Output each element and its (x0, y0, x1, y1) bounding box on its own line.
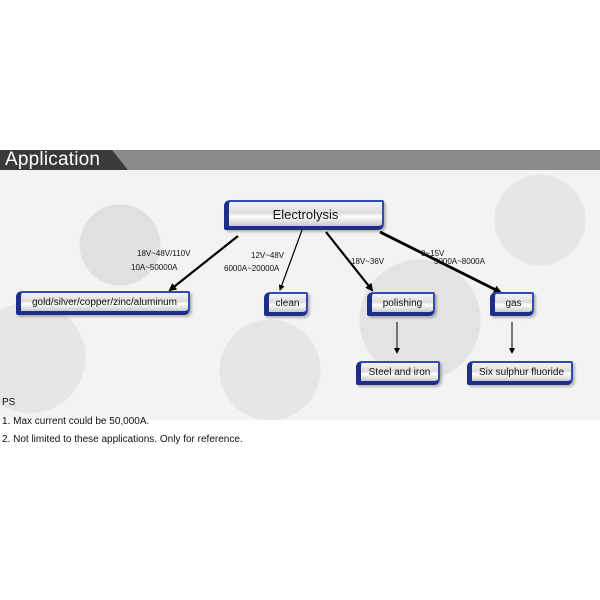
polishing-node: polishing (367, 292, 435, 316)
gas-voltage-label: 0~15V (421, 249, 445, 258)
note-item-1: 1. Max current could be 50,000A. (2, 416, 150, 427)
metals-node: gold/silver/copper/zinc/aluminum (16, 291, 190, 315)
clean-label: clean (275, 297, 300, 309)
steel-iron-node: Steel and iron (356, 361, 440, 385)
arrow-to-gas (379, 230, 502, 294)
metals-current-label: 10A~50000A (131, 263, 178, 272)
polishing-voltage-label: 18V~36V (351, 257, 385, 266)
gas-node: gas (490, 292, 534, 316)
gas-current-label: 3000A~8000A (434, 257, 485, 266)
metals-voltage-label: 18V~48V/110V (137, 249, 191, 258)
polishing-label: polishing (382, 297, 423, 309)
clean-voltage-label: 12V~48V (251, 251, 285, 260)
arrow-to-clean (278, 229, 303, 291)
gas-label: gas (505, 297, 522, 309)
metals-label: gold/silver/copper/zinc/aluminum (31, 296, 178, 308)
clean-current-label: 6000A~20000A (224, 264, 280, 273)
steel-iron-label: Steel and iron (368, 366, 431, 378)
clean-node: clean (264, 292, 308, 316)
electrolysis-label: Electrolysis (272, 206, 339, 222)
electrolysis-node: Electrolysis (224, 200, 384, 230)
header-tab (0, 150, 128, 170)
header-bar (0, 150, 600, 170)
note-item-2: 2. Not limited to these applications. On… (2, 434, 243, 445)
notes-heading: PS (2, 397, 16, 408)
arrow-to-metals (168, 235, 239, 292)
sulphur-fluoride-label: Six sulphur fluoride (478, 366, 565, 378)
section-title: Application (5, 149, 101, 170)
sulphur-fluoride-node: Six sulphur fluoride (467, 361, 573, 385)
arrow-to-polishing (325, 231, 374, 292)
